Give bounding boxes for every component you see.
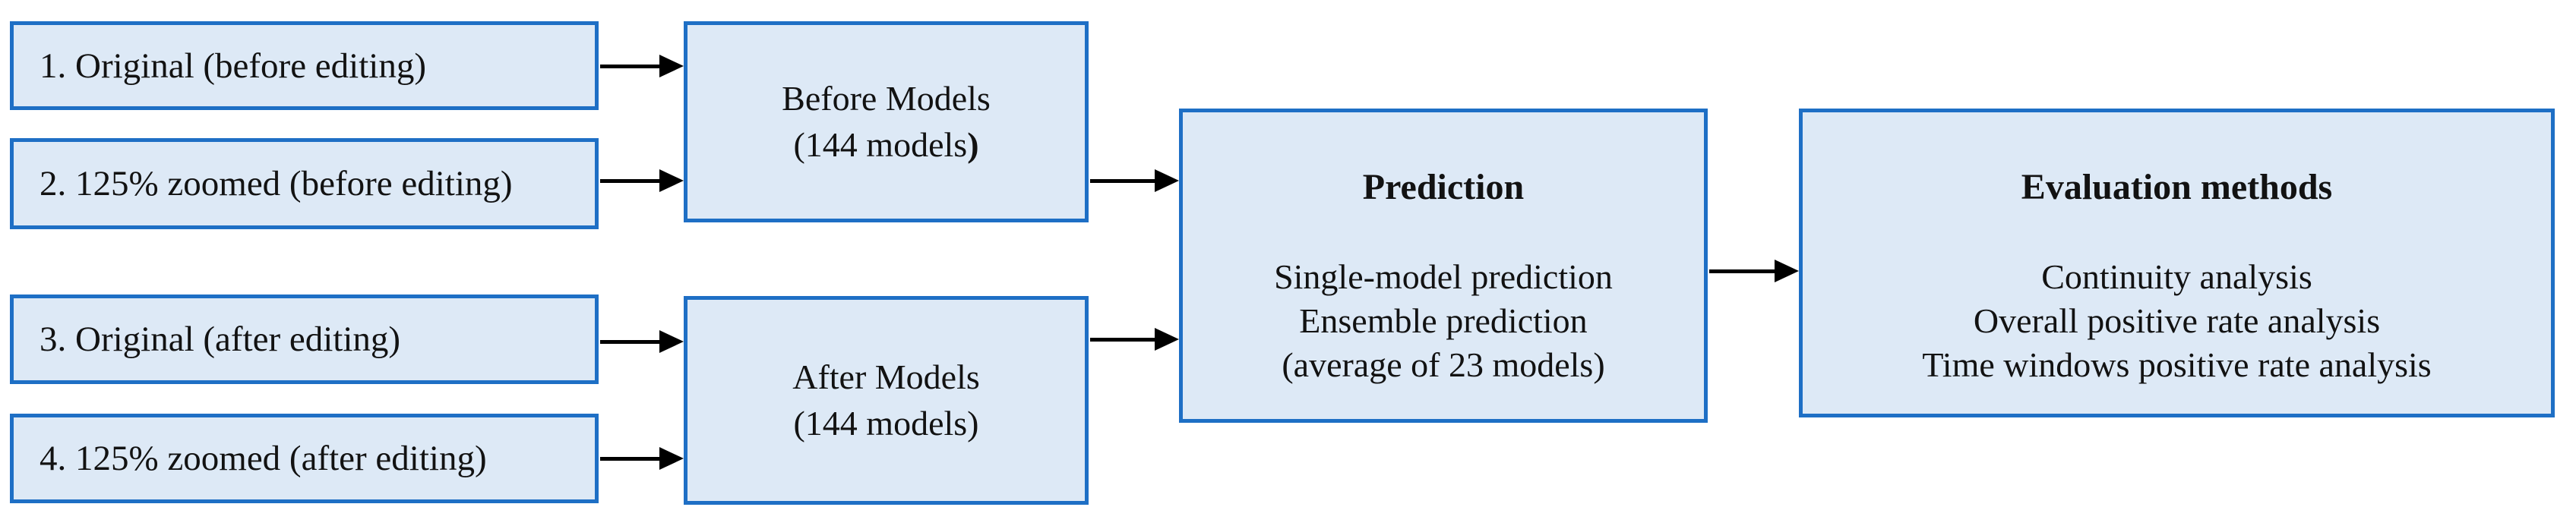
arrow-input4-to-after-models [600, 447, 684, 470]
input-box-4-zoomed-after: 4. 125% zoomed (after editing) [10, 414, 599, 503]
arrow-shaft [600, 64, 659, 68]
input-box-1-label: 1. Original (before editing) [40, 46, 426, 86]
arrow-input3-to-after-models [600, 330, 684, 353]
before-models-line1: Before Models [782, 78, 991, 118]
arrow-head [659, 55, 684, 77]
after-models-line2: (144 models) [793, 403, 979, 443]
arrow-input1-to-before-models [600, 55, 684, 77]
evaluation-line-3: Time windows positive rate analysis [1922, 345, 2432, 384]
evaluation-line-1: Continuity analysis [2041, 257, 2312, 296]
evaluation-methods-box: Evaluation methods Continuity analysis O… [1799, 109, 2555, 417]
arrow-shaft [600, 456, 659, 461]
input-box-3-label: 3. Original (after editing) [40, 320, 401, 359]
evaluation-body: Continuity analysis Overall positive rat… [1803, 255, 2551, 387]
arrow-before-models-to-prediction [1090, 169, 1179, 192]
arrow-head [659, 169, 684, 192]
before-models-line2: (144 models) [793, 124, 979, 164]
arrow-head [659, 330, 684, 353]
input-box-1-original-before: 1. Original (before editing) [10, 21, 599, 110]
prediction-line-1: Single-model prediction [1274, 257, 1613, 296]
arrow-after-models-to-prediction [1090, 328, 1179, 351]
arrow-head [1775, 260, 1799, 282]
prediction-line-3: (average of 23 models) [1282, 345, 1605, 384]
input-box-2-zoomed-before: 2. 125% zoomed (before editing) [10, 138, 599, 229]
arrow-head [659, 447, 684, 470]
arrow-shaft [1090, 178, 1155, 183]
arrow-head [1155, 328, 1179, 351]
evaluation-title: Evaluation methods [2021, 167, 2333, 207]
arrow-shaft [600, 339, 659, 344]
arrow-prediction-to-evaluation [1709, 260, 1799, 282]
arrow-shaft [1709, 269, 1775, 273]
evaluation-line-2: Overall positive rate analysis [1973, 301, 2381, 340]
input-box-3-original-after: 3. Original (after editing) [10, 294, 599, 384]
bold-paren: ) [967, 124, 979, 164]
input-box-2-label: 2. 125% zoomed (before editing) [40, 164, 513, 203]
arrow-head [1155, 169, 1179, 192]
arrow-input2-to-before-models [600, 169, 684, 192]
prediction-box: Prediction Single-model prediction Ensem… [1179, 109, 1708, 423]
after-models-line1: After Models [792, 357, 980, 396]
prediction-body: Single-model prediction Ensemble predict… [1183, 255, 1704, 387]
before-models-box: Before Models (144 models) [684, 21, 1089, 222]
after-models-box: After Models (144 models) [684, 296, 1089, 505]
input-box-4-label: 4. 125% zoomed (after editing) [40, 439, 487, 478]
prediction-line-2: Ensemble prediction [1299, 301, 1588, 340]
arrow-shaft [600, 178, 659, 183]
prediction-title: Prediction [1362, 167, 1525, 207]
arrow-shaft [1090, 337, 1155, 342]
